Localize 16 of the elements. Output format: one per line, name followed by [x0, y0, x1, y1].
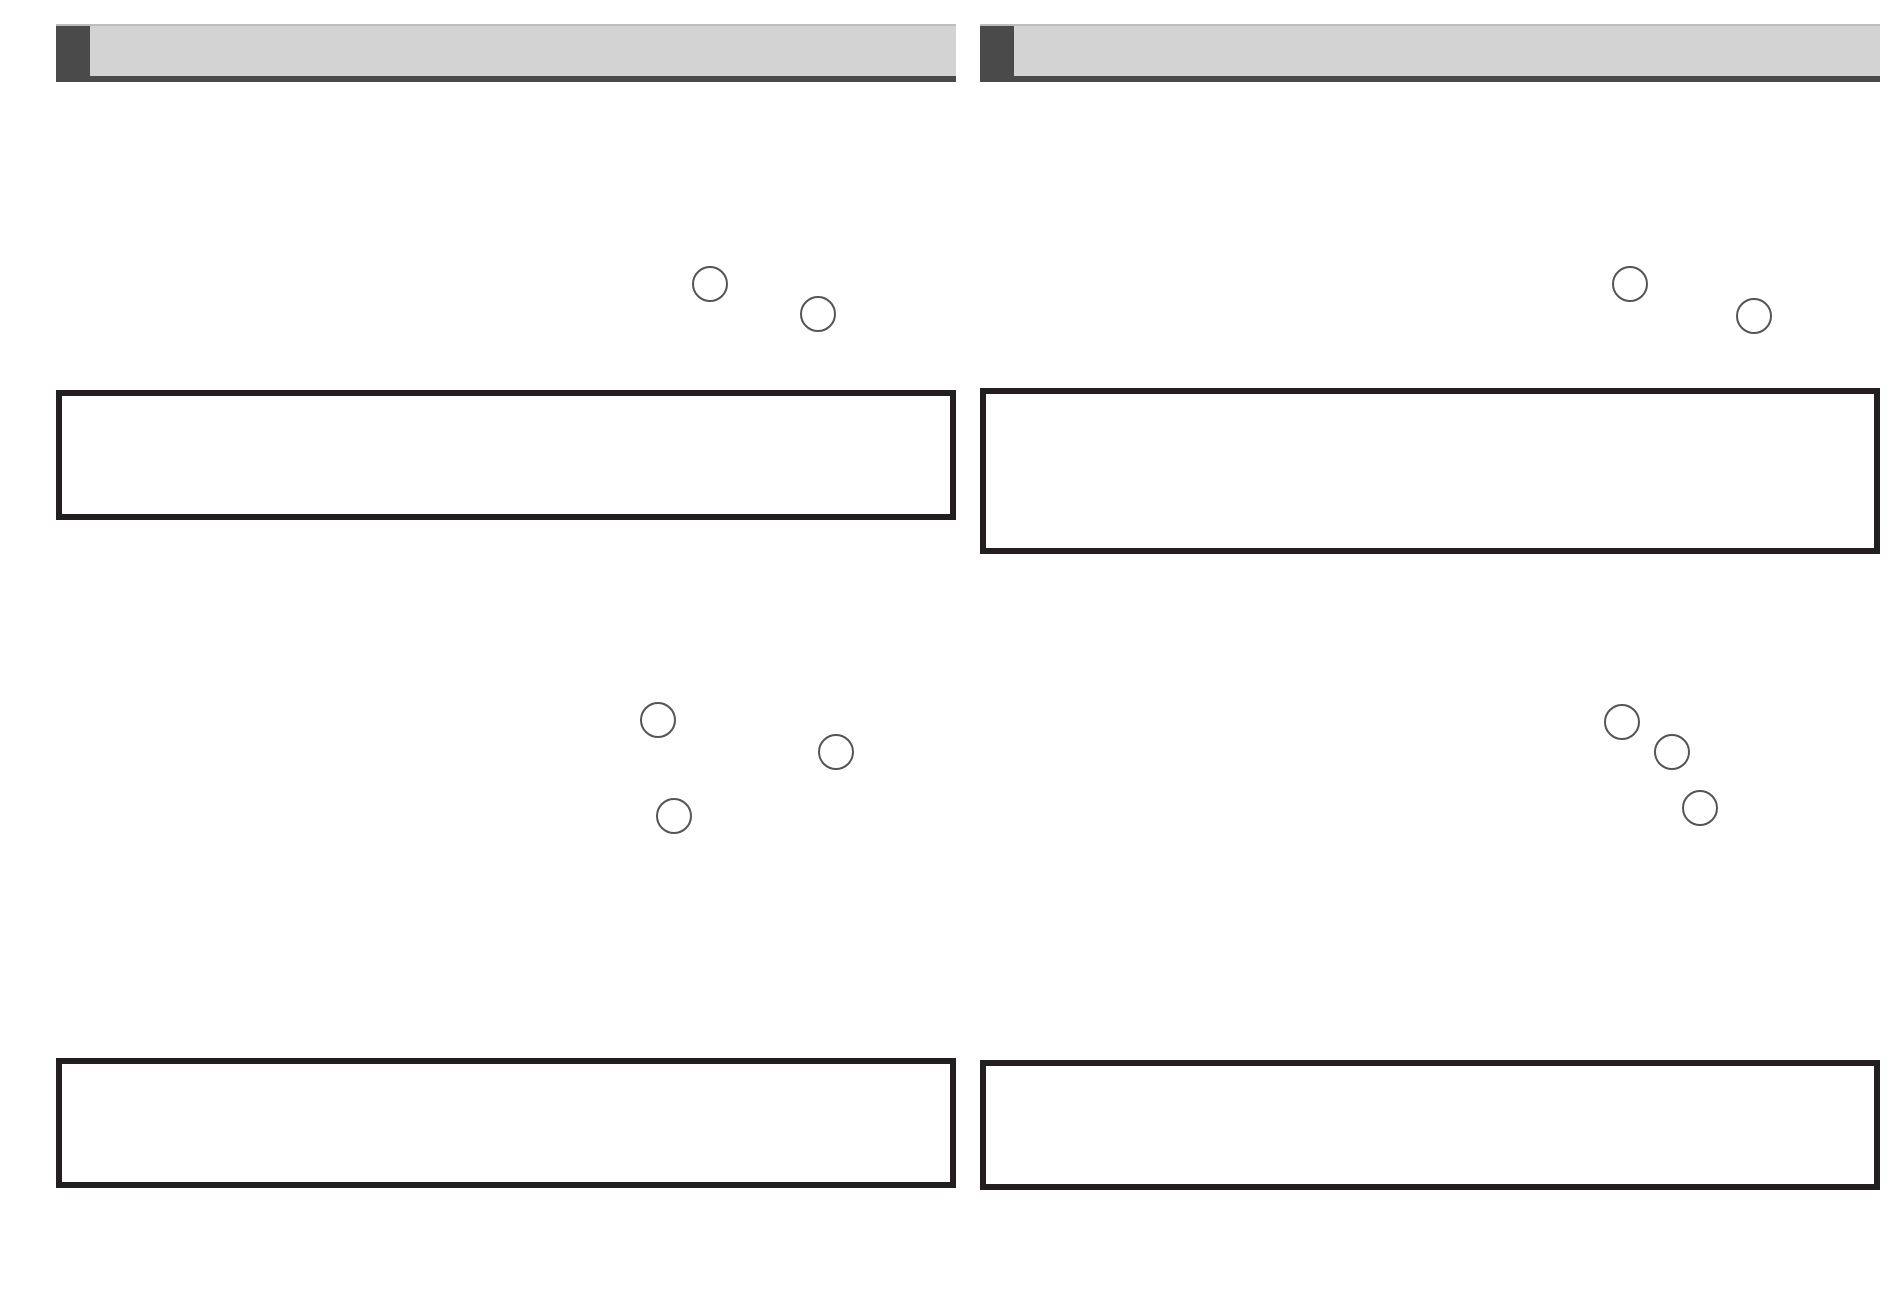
section-header-bar — [56, 24, 956, 82]
callout-circle — [640, 702, 676, 738]
callout-circle — [692, 266, 728, 302]
note-frame — [56, 390, 956, 520]
callout-circle — [1604, 704, 1640, 740]
callout-circle — [1682, 790, 1718, 826]
callout-circle — [800, 296, 836, 332]
note-frame — [980, 388, 1880, 554]
callout-circle — [1736, 298, 1772, 334]
callout-circle — [1612, 266, 1648, 302]
callout-circle — [656, 798, 692, 834]
note-frame — [980, 1060, 1880, 1190]
section-header-bar — [980, 24, 1880, 82]
note-frame — [56, 1058, 956, 1188]
callout-circle — [1654, 734, 1690, 770]
callout-circle — [818, 734, 854, 770]
